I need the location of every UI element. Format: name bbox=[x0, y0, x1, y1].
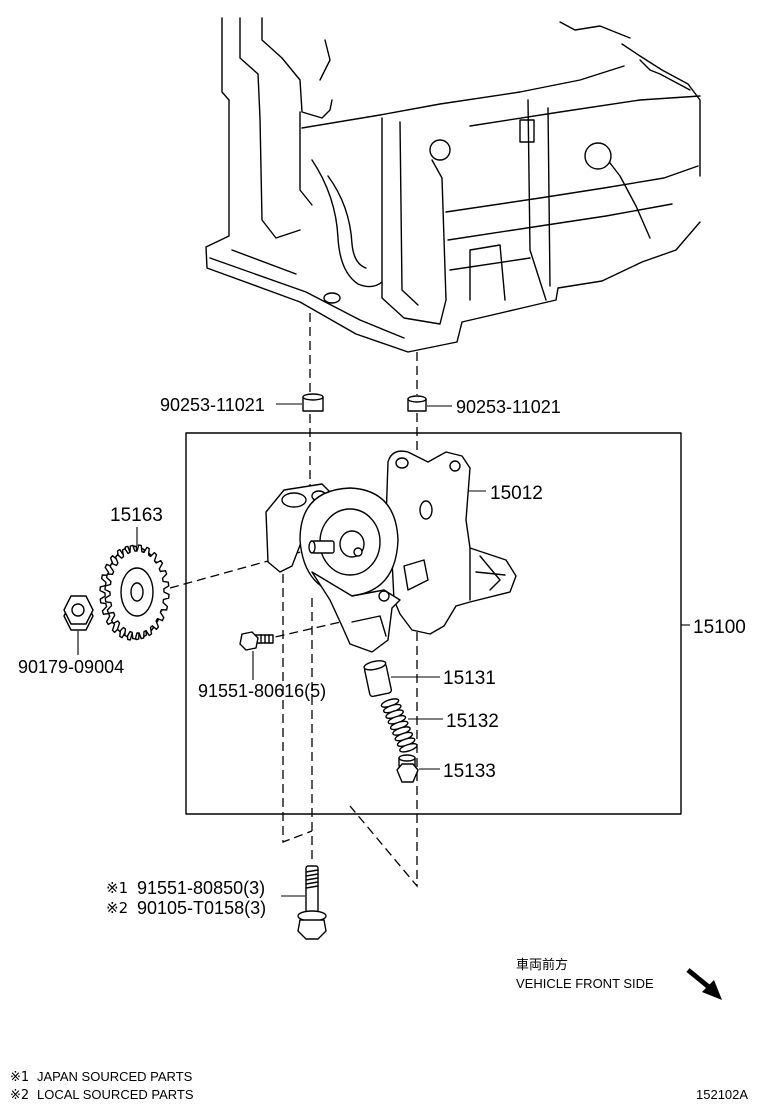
nut-bore bbox=[71, 603, 85, 617]
engine-block-flange bbox=[209, 257, 405, 339]
pump-plate-hole bbox=[419, 500, 433, 520]
figure-id: 152102A bbox=[696, 1087, 748, 1102]
assembly-frame bbox=[185, 432, 682, 815]
engine-block bbox=[205, 17, 701, 353]
engine-block-line bbox=[559, 21, 631, 39]
engine-block-rod bbox=[469, 95, 701, 127]
alignment-line bbox=[349, 590, 418, 888]
engine-block-tab bbox=[519, 119, 535, 143]
engine-block-line bbox=[449, 257, 531, 271]
footnote-mark-1: ※1 bbox=[10, 1070, 29, 1085]
pump-bracket bbox=[469, 547, 506, 601]
engine-block-line bbox=[639, 59, 691, 91]
pump-bracket-block bbox=[403, 559, 429, 591]
callout-spring[interactable]: 15132 bbox=[446, 711, 499, 732]
oil-pump[interactable] bbox=[265, 450, 517, 653]
pump-shaft-end bbox=[308, 540, 316, 554]
engine-block-boss bbox=[584, 142, 612, 170]
bushing-right[interactable] bbox=[407, 395, 427, 412]
engine-block-pillar-right bbox=[527, 99, 547, 301]
bushing-top bbox=[407, 395, 427, 403]
relief-spring[interactable] bbox=[380, 697, 418, 753]
engine-block-rail bbox=[445, 165, 699, 213]
engine-block-pillar bbox=[381, 117, 447, 325]
engine-block-line bbox=[599, 149, 651, 239]
plug-top bbox=[398, 754, 416, 762]
engine-block-left-wall bbox=[239, 17, 301, 239]
alignment-line bbox=[282, 560, 313, 843]
pump-gear-hub bbox=[339, 530, 365, 558]
callout-bolt-short[interactable]: 91551-80616(5) bbox=[198, 681, 326, 701]
sprocket[interactable] bbox=[99, 544, 170, 641]
bolt-long-head bbox=[297, 919, 327, 940]
arrow-shaft bbox=[686, 968, 712, 990]
bushing-left[interactable] bbox=[302, 393, 324, 412]
relief-valve[interactable] bbox=[363, 659, 393, 698]
pump-relief-edge bbox=[351, 615, 387, 637]
relief-valve-top bbox=[363, 660, 387, 671]
engine-block-right-edge bbox=[621, 43, 701, 177]
callout-bushing-left[interactable]: 90253-11021 bbox=[160, 395, 265, 415]
engine-block-arch-inner bbox=[327, 175, 367, 269]
sprocket-hub bbox=[120, 567, 154, 617]
bolt-short-head bbox=[239, 631, 259, 651]
pump-bolt-head bbox=[353, 547, 363, 557]
pump-relief-boss bbox=[311, 571, 401, 653]
footnote-mark-2: ※2 bbox=[10, 1088, 29, 1103]
engine-block-rail bbox=[447, 203, 673, 241]
engine-block-outline bbox=[205, 17, 701, 353]
bolt-short-threads bbox=[260, 634, 270, 644]
engine-block-line bbox=[299, 111, 313, 206]
arrow-down-right-icon bbox=[686, 968, 722, 1000]
spring-coil bbox=[399, 742, 418, 753]
pump-inlet-hole bbox=[281, 492, 307, 508]
plug-hex bbox=[396, 763, 419, 783]
bolt-long-threads bbox=[305, 869, 319, 889]
engine-block-line bbox=[547, 107, 551, 287]
engine-block-top-rail bbox=[301, 65, 625, 129]
callout-bolt-long-1[interactable]: 91551-80850(3) bbox=[137, 878, 265, 898]
engine-block-arch bbox=[311, 159, 383, 288]
pump-bolt-head bbox=[378, 590, 390, 602]
direction-label-en: VEHICLE FRONT SIDE bbox=[516, 976, 654, 991]
pump-body-plate bbox=[385, 450, 517, 635]
long-bolt-mark-2: ※2 bbox=[106, 899, 128, 917]
footnote-text-1: JAPAN SOURCED PARTS bbox=[37, 1069, 193, 1084]
pump-plate-hole bbox=[449, 460, 461, 472]
callout-assembly[interactable]: 15100 bbox=[693, 617, 746, 638]
callout-pump-body[interactable]: 15012 bbox=[490, 483, 543, 504]
nut[interactable] bbox=[63, 595, 94, 631]
engine-block-left-rib bbox=[261, 17, 333, 119]
engine-block-line bbox=[399, 121, 419, 306]
bushing-top bbox=[302, 393, 324, 401]
direction-label-jp: 車両前方 bbox=[516, 957, 568, 972]
arrow-head bbox=[702, 980, 722, 1000]
engine-block-line bbox=[469, 244, 506, 301]
callout-sprocket[interactable]: 15163 bbox=[110, 505, 163, 526]
callout-nut[interactable]: 90179-09004 bbox=[18, 657, 124, 677]
bolt-long-shank bbox=[305, 865, 319, 915]
pump-plate-hole bbox=[395, 457, 409, 469]
bolt-short[interactable] bbox=[239, 631, 274, 651]
sprocket-bore bbox=[130, 582, 144, 602]
long-bolt-mark-1: ※1 bbox=[106, 879, 128, 897]
engine-block-boss bbox=[429, 139, 451, 161]
engine-block-hole bbox=[323, 292, 341, 304]
footnote-text-2: LOCAL SOURCED PARTS bbox=[37, 1087, 194, 1102]
callout-bolt-long-2[interactable]: 90105-T0158(3) bbox=[137, 898, 266, 918]
plug[interactable] bbox=[396, 754, 419, 783]
engine-block-line bbox=[231, 249, 297, 275]
leader-lines bbox=[77, 403, 690, 897]
engine-block-line bbox=[319, 39, 331, 81]
callout-relief-valve[interactable]: 15131 bbox=[443, 668, 496, 689]
bolt-long[interactable] bbox=[297, 865, 327, 940]
callout-plug[interactable]: 15133 bbox=[443, 761, 496, 782]
callout-bushing-right[interactable]: 90253-11021 bbox=[456, 397, 561, 417]
